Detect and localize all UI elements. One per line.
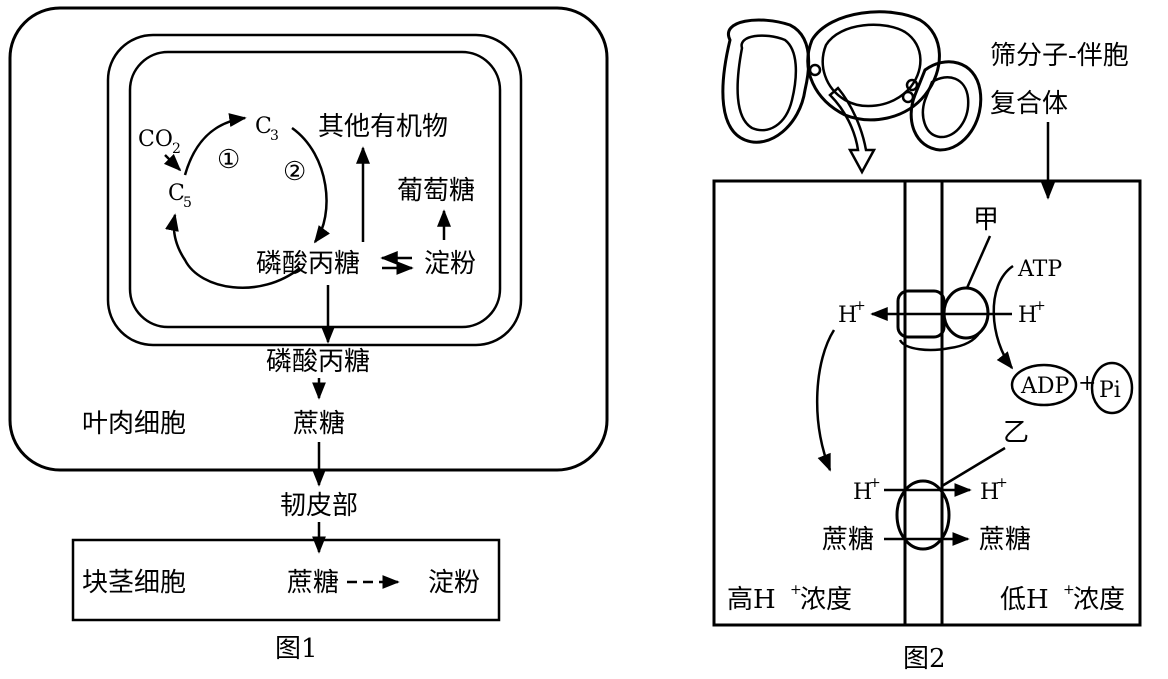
sucrose-mesophyll: 蔗糖	[293, 409, 345, 439]
c5-subscript: 5	[183, 195, 192, 211]
middle-cell-outline	[806, 10, 941, 122]
tuber-cell-label: 块茎细胞	[82, 568, 186, 598]
triose-phosphate-cytoplasm: 磷酸丙糖	[266, 347, 370, 377]
sucrose-right: 蔗糖	[979, 525, 1031, 555]
co2-label: CO	[138, 127, 173, 152]
low-h-label-sup: +	[1063, 582, 1075, 598]
chloroplast-inner-membrane	[128, 50, 502, 329]
h-right-upper: H	[1018, 303, 1037, 328]
h-gradient-arrow	[815, 329, 836, 472]
atp-hydrolysis-arrow	[992, 264, 1014, 370]
phloem-label: 韧皮部	[280, 491, 358, 521]
h-right-upper-sup: +	[1034, 298, 1046, 314]
jia-pointer	[965, 235, 992, 289]
symporter-label-yi: 乙	[1003, 418, 1029, 448]
h-left-lower: H	[853, 480, 872, 505]
low-h-label-pre: 低H	[1000, 585, 1049, 615]
right-cell-outline	[909, 60, 983, 152]
mesophyll-cell-label: 叶肉细胞	[82, 409, 186, 439]
right-cell-inner	[921, 76, 970, 139]
middle-cell-inner	[821, 23, 922, 108]
complex-label-line2: 复合体	[990, 89, 1068, 119]
h-left-lower-sup: +	[869, 475, 881, 491]
starch-tuber: 淀粉	[428, 568, 480, 598]
triose-phosphate-chloroplast: 磷酸丙糖	[256, 249, 360, 279]
c5-label: C	[168, 181, 185, 206]
plasmodesma-2	[905, 78, 919, 92]
adp-label: ADP	[1020, 374, 1070, 399]
starch-chloroplast: 淀粉	[424, 249, 476, 279]
yi-pointer	[941, 446, 1006, 488]
h-left-upper: H	[838, 303, 857, 328]
co2-arrow	[163, 153, 182, 172]
pump-label-jia: 甲	[973, 205, 999, 235]
sieve-companion-drawing	[721, 10, 983, 175]
low-h-label-post: 浓度	[1073, 585, 1125, 615]
adp-oval	[1010, 363, 1078, 407]
c3-label: C	[255, 114, 272, 139]
plasmodesma-3	[901, 90, 915, 104]
transport-box	[712, 179, 1142, 627]
h-right-lower-sup: +	[996, 475, 1008, 491]
chloroplast-outer-membrane	[106, 33, 523, 347]
tuber-cell-box	[71, 538, 501, 622]
h-left-upper-sup: +	[854, 298, 866, 314]
figure2-caption: 图2	[903, 644, 946, 674]
figure1-caption: 图1	[275, 634, 318, 664]
left-cell-outline	[721, 18, 811, 144]
step2-label: ②	[283, 157, 306, 187]
mesophyll-cell-wall	[8, 6, 609, 472]
sucrose-left: 蔗糖	[822, 525, 874, 555]
high-h-label-sup: +	[790, 582, 802, 598]
fixation-arrow	[183, 113, 247, 176]
c3-subscript: 3	[270, 128, 279, 144]
high-h-label-pre: 高H	[727, 585, 776, 615]
figure2: 筛分子-伴胞 复合体 甲 H + H + ATP ADP + Pi 乙	[712, 10, 1142, 674]
down-flow-arrow-icon	[828, 86, 877, 175]
pump-base-curve	[898, 331, 982, 352]
high-h-label-post: 浓度	[800, 585, 852, 615]
sucrose-tuber: 蔗糖	[287, 568, 339, 598]
pi-oval	[1090, 361, 1134, 415]
sucrose-symporter	[895, 479, 951, 551]
glucose-label: 葡萄糖	[397, 176, 475, 206]
plasmodesma-1	[808, 63, 822, 77]
co2-subscript: 2	[172, 141, 181, 157]
pi-label: Pi	[1099, 378, 1121, 403]
regeneration-arrow	[165, 213, 301, 289]
atp-label: ATP	[1017, 257, 1062, 282]
complex-label-line1: 筛分子-伴胞	[990, 41, 1129, 71]
left-cell-inner	[736, 34, 798, 132]
step1-label: ①	[217, 145, 240, 175]
figure1: CO 2 C 3 C 5 ① ② 其他有机物 葡萄糖 磷酸丙糖 淀粉 磷酸丙糖	[8, 6, 609, 664]
reduction-arrow	[291, 126, 330, 244]
other-organics-label: 其他有机物	[318, 112, 448, 142]
h-right-lower: H	[980, 480, 999, 505]
